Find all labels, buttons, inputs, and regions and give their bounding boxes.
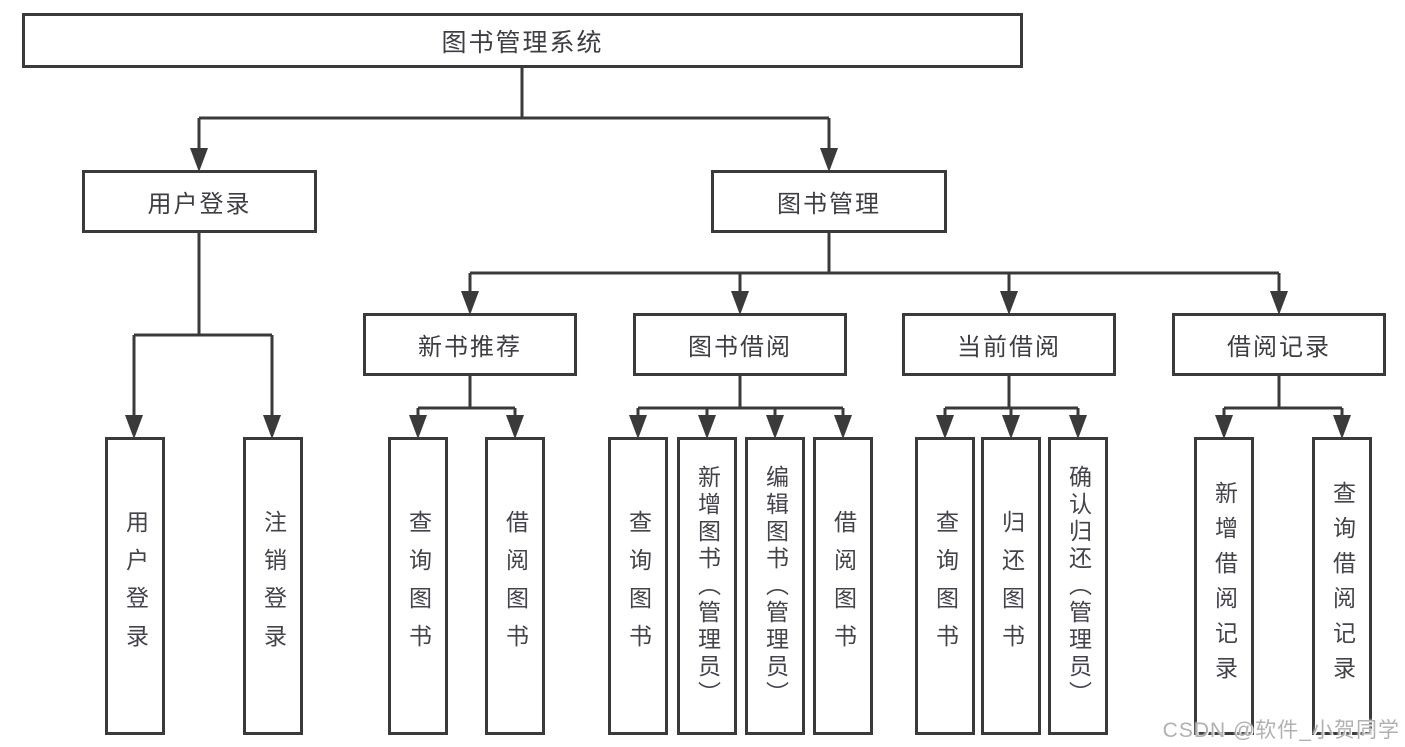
leaf-label: 借阅图书 [830, 510, 857, 662]
node-new-book-recommend: 新书推荐 [363, 313, 577, 376]
leaf-query-books-recommend: 查询图书 [388, 437, 448, 735]
leaf-label: 编辑图书（管理员） [762, 464, 789, 708]
node-current-borrow: 当前借阅 [902, 313, 1116, 376]
leaf-borrow-books-recommend: 借阅图书 [485, 437, 545, 735]
leaf-return-books: 归还图书 [981, 437, 1041, 735]
leaf-add-borrow-record: 新增借阅记录 [1194, 437, 1254, 735]
csdn-watermark: CSDN @软件_小贺同学 [1162, 719, 1400, 742]
connector-user-login-split [132, 231, 274, 421]
leaf-label: 新增图书（管理员） [694, 464, 721, 708]
node-user-login: 用户登录 [82, 170, 317, 233]
connector-borrow-record-split [1222, 374, 1344, 421]
leaf-label: 查询图书 [932, 510, 959, 662]
connector-new-book-split [416, 374, 517, 421]
connector-book-management-split [468, 231, 1281, 297]
leaf-borrow-books: 借阅图书 [813, 437, 873, 735]
leaf-label: 查询图书 [405, 510, 432, 662]
leaf-logout: 注销登录 [243, 437, 303, 735]
connector-root-split [199, 68, 829, 120]
leaf-label: 确认归还（管理员） [1065, 464, 1092, 708]
connector-book-borrow-split [636, 374, 845, 421]
node-borrow-record: 借阅记录 [1172, 313, 1386, 376]
leaf-confirm-return-admin: 确认归还（管理员） [1048, 437, 1108, 735]
leaf-label: 归还图书 [998, 510, 1025, 662]
arrowheads [125, 148, 1351, 439]
node-book-borrow: 图书借阅 [633, 313, 847, 376]
leaf-add-books-admin: 新增图书（管理员） [677, 437, 737, 735]
leaf-label: 用户登录 [122, 510, 149, 662]
leaf-label: 查询借阅记录 [1329, 481, 1356, 691]
leaf-user-login: 用户登录 [105, 437, 165, 735]
leaf-label: 注销登录 [260, 510, 287, 662]
leaf-label: 借阅图书 [502, 510, 529, 662]
leaf-label: 查询图书 [625, 510, 652, 662]
leaf-label: 新增借阅记录 [1211, 481, 1238, 691]
leaf-query-borrow-record: 查询借阅记录 [1312, 437, 1372, 735]
node-book-management: 图书管理 [711, 170, 947, 233]
leaf-edit-books-admin: 编辑图书（管理员） [745, 437, 805, 735]
leaf-query-books-current: 查询图书 [915, 437, 975, 735]
node-root-system: 图书管理系统 [22, 13, 1023, 68]
connector-current-borrow-split [943, 374, 1080, 421]
leaf-query-books-borrow: 查询图书 [608, 437, 668, 735]
